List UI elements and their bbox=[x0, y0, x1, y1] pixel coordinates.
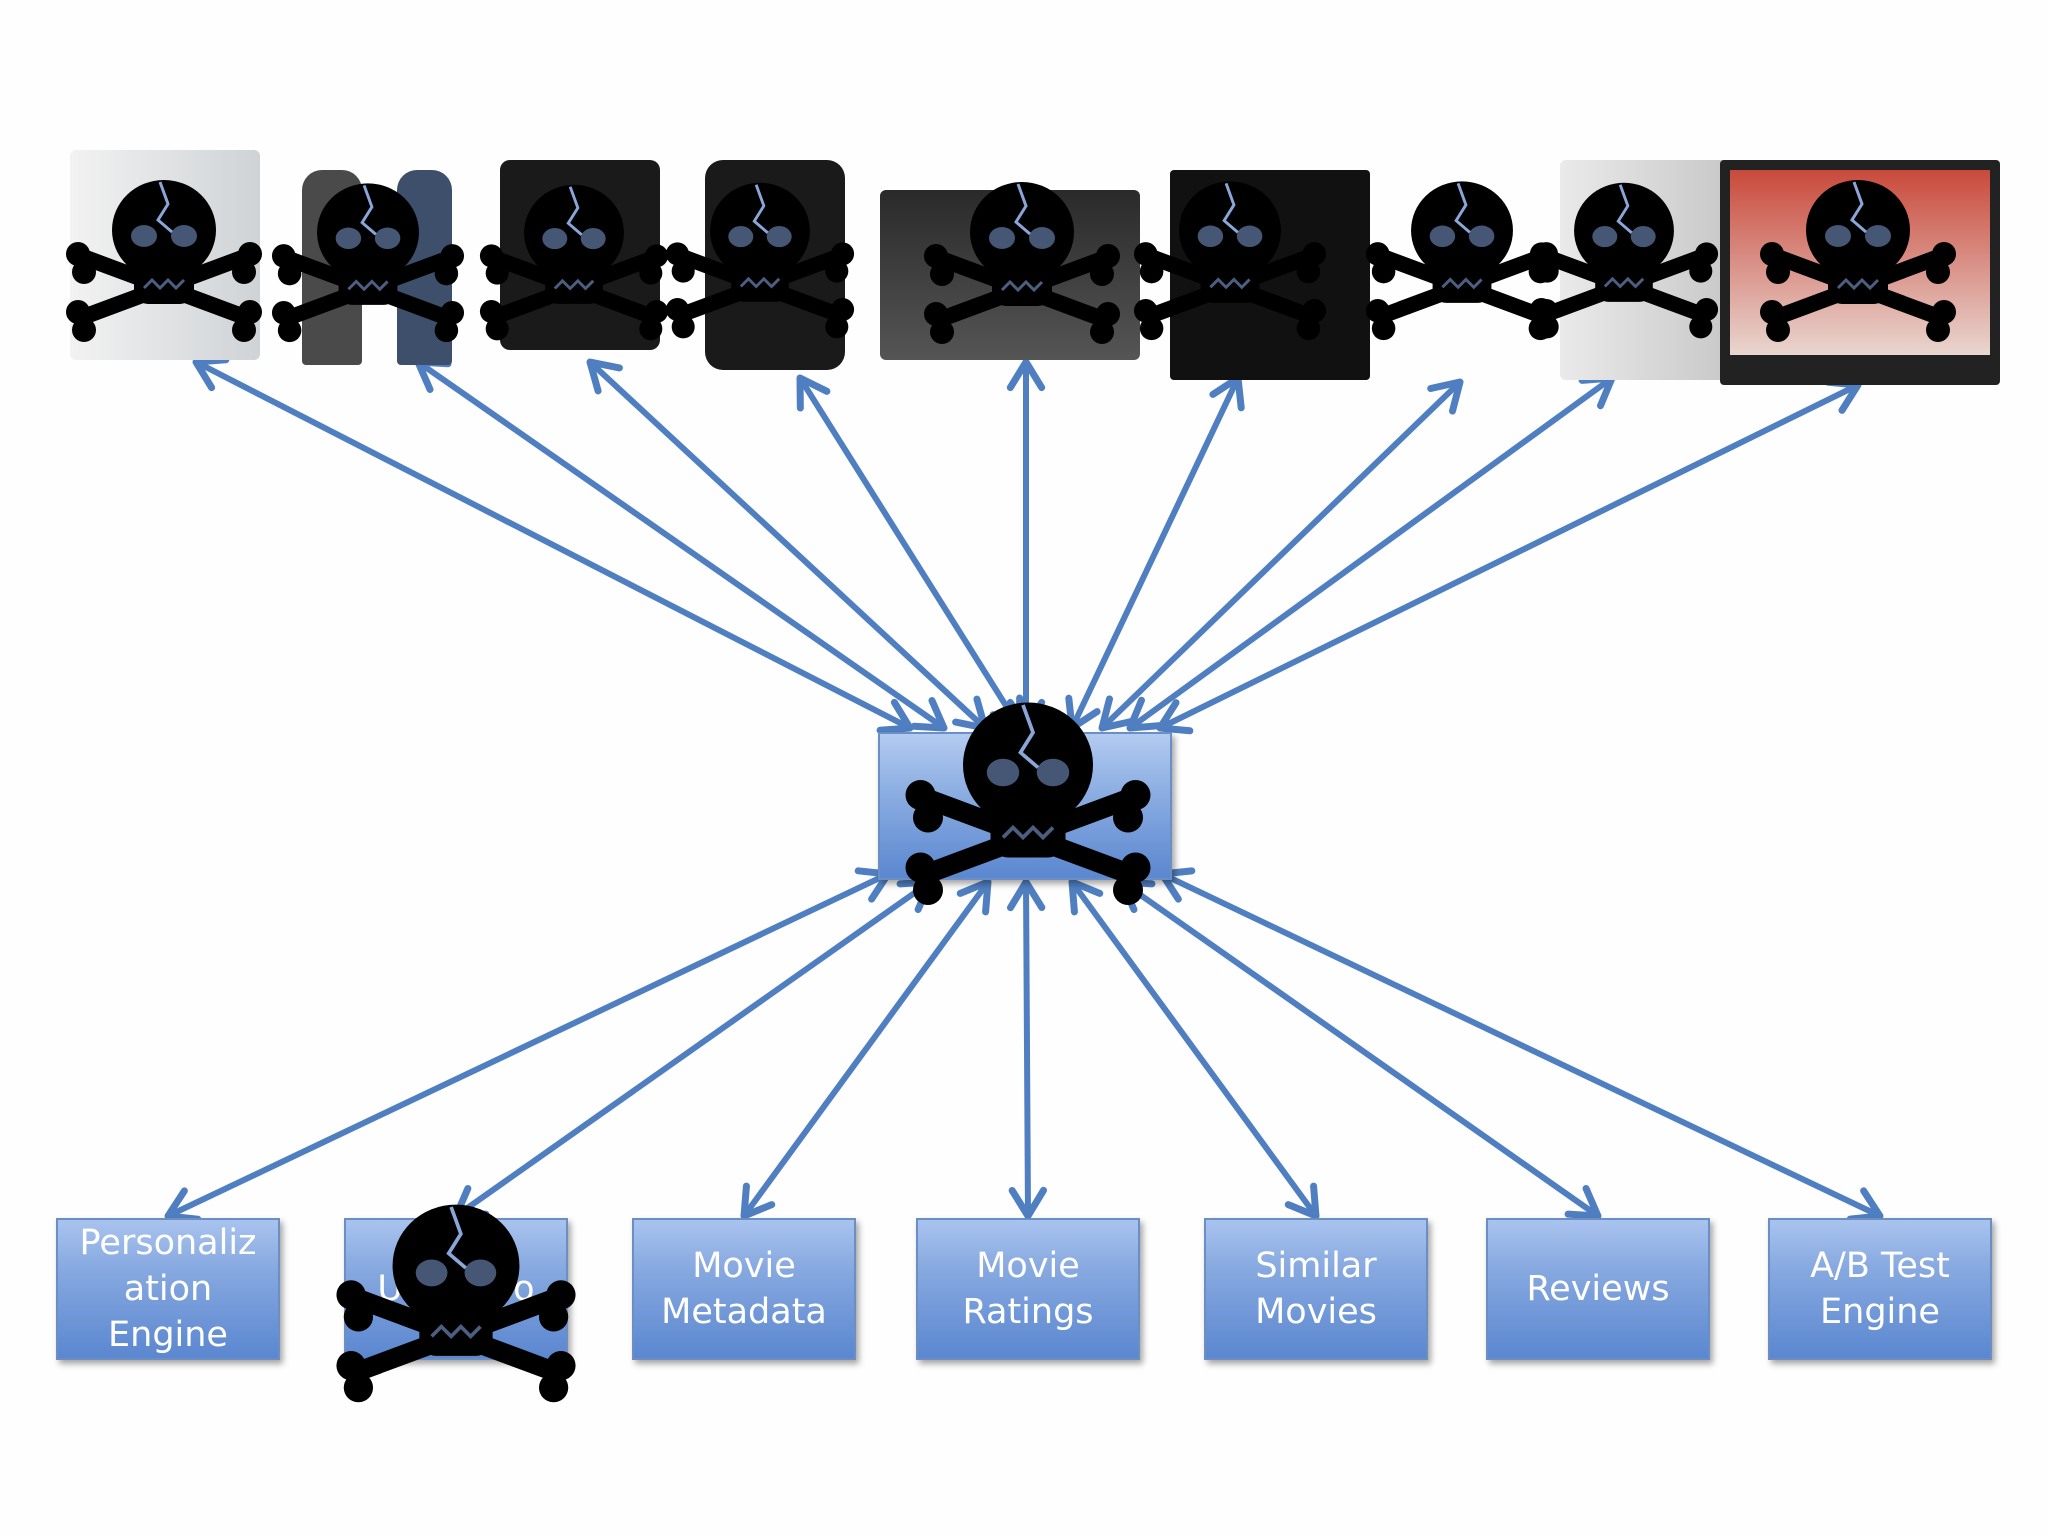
api-service-arrow-6-head-b bbox=[1564, 1184, 1602, 1220]
device-api-arrow-1-head-b bbox=[876, 698, 914, 734]
device-api-arrow-9 bbox=[1158, 382, 1860, 731]
tivo-mascot bbox=[1370, 155, 1570, 385]
nintendo-wii-console bbox=[70, 150, 260, 360]
service-box-2: User Info bbox=[344, 1218, 568, 1360]
service-box-6: Reviews bbox=[1486, 1218, 1710, 1360]
device-api-arrow-2 bbox=[416, 359, 946, 731]
person-mac bbox=[397, 170, 452, 365]
service-label: A/B Test Engine bbox=[1810, 1245, 1950, 1332]
api-service-arrow-5 bbox=[1069, 880, 1319, 1218]
service-box-7: A/B Test Engine bbox=[1768, 1218, 1992, 1360]
api-service-arrow-3-head-a bbox=[956, 878, 992, 916]
device-api-arrow-2-head-b bbox=[910, 697, 948, 732]
api-service-arrow-7 bbox=[1160, 871, 1882, 1219]
xbox-360-console bbox=[1560, 160, 1730, 380]
service-label: Reviews bbox=[1526, 1268, 1670, 1309]
api-service-arrow-4-head-a bbox=[1006, 878, 1046, 912]
device-api-arrow-3-head-a bbox=[586, 358, 623, 395]
api-service-arrow-3 bbox=[741, 880, 991, 1218]
device-api-arrow-9-head-b bbox=[1156, 699, 1194, 735]
api-hub-label: API bbox=[998, 786, 1052, 826]
api-service-arrow-4 bbox=[1023, 881, 1031, 1217]
device-api-arrow-8-head-b bbox=[1126, 696, 1164, 732]
service-label: User Info bbox=[377, 1268, 535, 1309]
device-api-arrow-3 bbox=[587, 359, 988, 731]
service-box-3: Movie Metadata bbox=[632, 1218, 856, 1360]
device-api-arrow-1 bbox=[194, 359, 912, 731]
device-api-arrow-1-head-a bbox=[192, 356, 230, 392]
api-service-arrow-3-head-b bbox=[740, 1182, 776, 1220]
service-box-1: Personaliz ation Engine bbox=[56, 1218, 280, 1360]
playstation-3-console bbox=[1170, 170, 1370, 380]
device-api-arrow-4 bbox=[797, 376, 1023, 730]
device-api-arrow-8 bbox=[1128, 375, 1614, 731]
iphone-smartphone bbox=[705, 160, 845, 370]
api-service-arrow-5-head-b bbox=[1284, 1182, 1320, 1220]
pc-and-mac-people bbox=[292, 160, 462, 365]
device-api-arrow-6 bbox=[1069, 376, 1241, 730]
device-api-arrow-7-head-b bbox=[1098, 695, 1135, 732]
api-hub-box: API bbox=[878, 732, 1172, 880]
device-api-arrow-5-head-a bbox=[1006, 358, 1046, 392]
service-box-4: Movie Ratings bbox=[916, 1218, 1140, 1360]
device-api-arrow-4-head-a bbox=[796, 374, 831, 412]
service-label: Personaliz ation Engine bbox=[79, 1222, 257, 1356]
api-service-arrow-1 bbox=[166, 871, 890, 1219]
smart-tv-with-player bbox=[1720, 160, 2000, 385]
device-api-arrow-7 bbox=[1099, 379, 1463, 731]
person-pc bbox=[302, 170, 362, 365]
roku-set-top-box bbox=[880, 190, 1140, 360]
api-service-arrow-5-head-a bbox=[1068, 878, 1104, 916]
service-label: Similar Movies bbox=[1255, 1245, 1377, 1332]
api-service-arrow-6 bbox=[1120, 879, 1600, 1219]
device-api-arrow-7-head-a bbox=[1427, 378, 1464, 415]
ipad-tablet bbox=[500, 160, 660, 350]
api-service-arrow-2 bbox=[454, 879, 932, 1219]
service-label: Movie Metadata bbox=[661, 1245, 827, 1332]
service-label: Movie Ratings bbox=[962, 1245, 1094, 1332]
tv-screen bbox=[1730, 170, 1990, 355]
api-service-arrow-4-head-b bbox=[1008, 1186, 1048, 1220]
service-box-5: Similar Movies bbox=[1204, 1218, 1428, 1360]
